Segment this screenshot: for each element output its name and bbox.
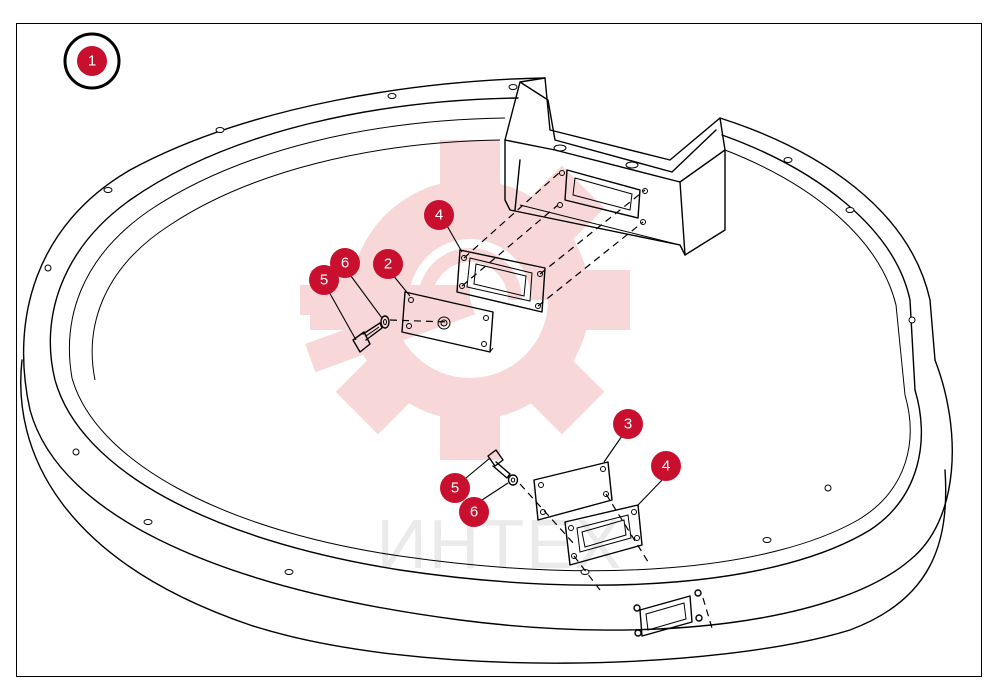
callout-label: 5 — [320, 272, 328, 289]
upper-cover-plate-2 — [401, 291, 494, 353]
ring-bolt-holes — [44, 84, 916, 575]
lower-washer-6 — [507, 474, 519, 486]
diagram-frame — [16, 23, 982, 677]
ring-side-port — [633, 589, 713, 637]
lower-flange-4 — [564, 504, 643, 566]
upper-washer-6 — [380, 315, 390, 329]
callout-upper-6: 6 — [330, 248, 360, 278]
figure-index-badge: 1 — [63, 32, 121, 90]
callout-lower-3: 3 — [613, 409, 643, 439]
upper-assembly-lines — [389, 171, 646, 323]
upper-bolt-5 — [352, 322, 383, 353]
callout-upper-5: 5 — [309, 265, 339, 295]
callout-upper-2: 2 — [373, 249, 403, 279]
callout-label: 5 — [451, 480, 459, 497]
callout-label: 3 — [624, 416, 632, 433]
lower-gasket-3 — [533, 461, 613, 521]
lower-assembly-lines — [519, 483, 651, 591]
callout-label: 4 — [662, 458, 670, 475]
callout-lower-6: 6 — [459, 497, 489, 527]
figure-index-label: 1 — [88, 53, 96, 70]
annular-ring — [20, 77, 953, 664]
callout-label: 6 — [341, 255, 349, 272]
callout-label: 4 — [435, 207, 443, 224]
callout-leader-lines — [327, 223, 665, 506]
callout-label: 6 — [470, 504, 478, 521]
callout-lower-4: 4 — [651, 451, 681, 481]
callout-lower-5: 5 — [440, 473, 470, 503]
lower-bolt-5 — [487, 449, 511, 479]
callout-label: 2 — [384, 256, 392, 273]
callout-upper-4: 4 — [424, 200, 454, 230]
upper-gasket-4 — [456, 249, 546, 313]
top-housing-block — [504, 77, 726, 256]
watermark-gear-icon — [300, 140, 630, 460]
